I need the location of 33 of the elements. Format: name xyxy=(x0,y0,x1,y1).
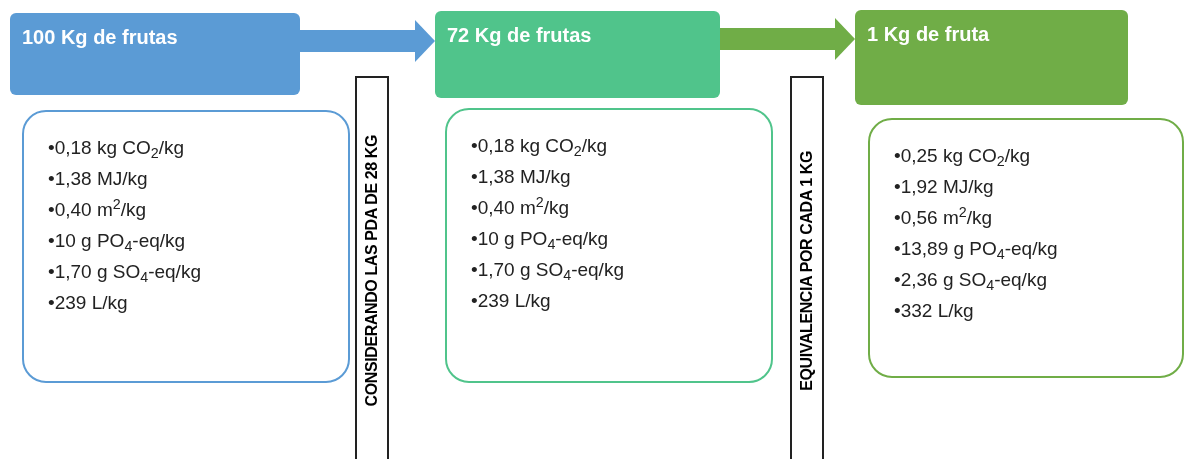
list-item: •332 L/kg xyxy=(894,299,975,323)
list-box xyxy=(22,110,350,383)
block-arrow xyxy=(720,18,855,60)
vertical-label-box xyxy=(790,76,824,459)
list-item: •1,92 MJ/kg xyxy=(894,175,995,199)
list-item: •1,38 MJ/kg xyxy=(471,165,572,189)
list-box xyxy=(868,118,1184,378)
header-box xyxy=(855,10,1128,105)
list-item: •0,56 m$^{2}$/kg xyxy=(894,202,994,230)
list-item: •13,89 g PO$_{4}$-eq/kg xyxy=(894,237,1059,264)
list-item: •0,18 kg CO$_{2}$/kg xyxy=(48,136,186,163)
block-arrow xyxy=(300,20,435,62)
list-item: •10 g PO$_{4}$-eq/kg xyxy=(471,227,610,254)
list-item: •239 L/kg xyxy=(48,291,129,315)
vertical-label-box xyxy=(355,76,389,459)
list-item: •0,40 m$^{2}$/kg xyxy=(471,192,571,220)
list-item: •10 g PO$_{4}$-eq/kg xyxy=(48,229,187,256)
list-item: •2,36 g SO$_{4}$-eq/kg xyxy=(894,268,1048,295)
header-text: 1 Kg de fruta xyxy=(867,22,991,47)
header-box xyxy=(10,13,300,95)
list-item: •1,70 g SO$_{4}$-eq/kg xyxy=(471,258,625,285)
vertical-label: CONSIDERANDO LAS PDA DE 28 KG xyxy=(362,135,381,407)
list-item: •0,40 m$^{2}$/kg xyxy=(48,194,148,222)
vertical-label: EQUIVALENCIA POR CADA 1 KG xyxy=(797,151,816,391)
list-item: •1,70 g SO$_{4}$-eq/kg xyxy=(48,260,202,287)
list-item: •0,25 kg CO$_{2}$/kg xyxy=(894,144,1032,171)
header-box xyxy=(435,11,720,98)
list-item: •0,18 kg CO$_{2}$/kg xyxy=(471,134,609,161)
header-text: 72 Kg de frutas xyxy=(447,23,593,48)
list-box xyxy=(445,108,773,383)
list-item: •1,38 MJ/kg xyxy=(48,167,149,191)
header-text: 100 Kg de frutas xyxy=(22,25,179,50)
list-item: •239 L/kg xyxy=(471,289,552,313)
